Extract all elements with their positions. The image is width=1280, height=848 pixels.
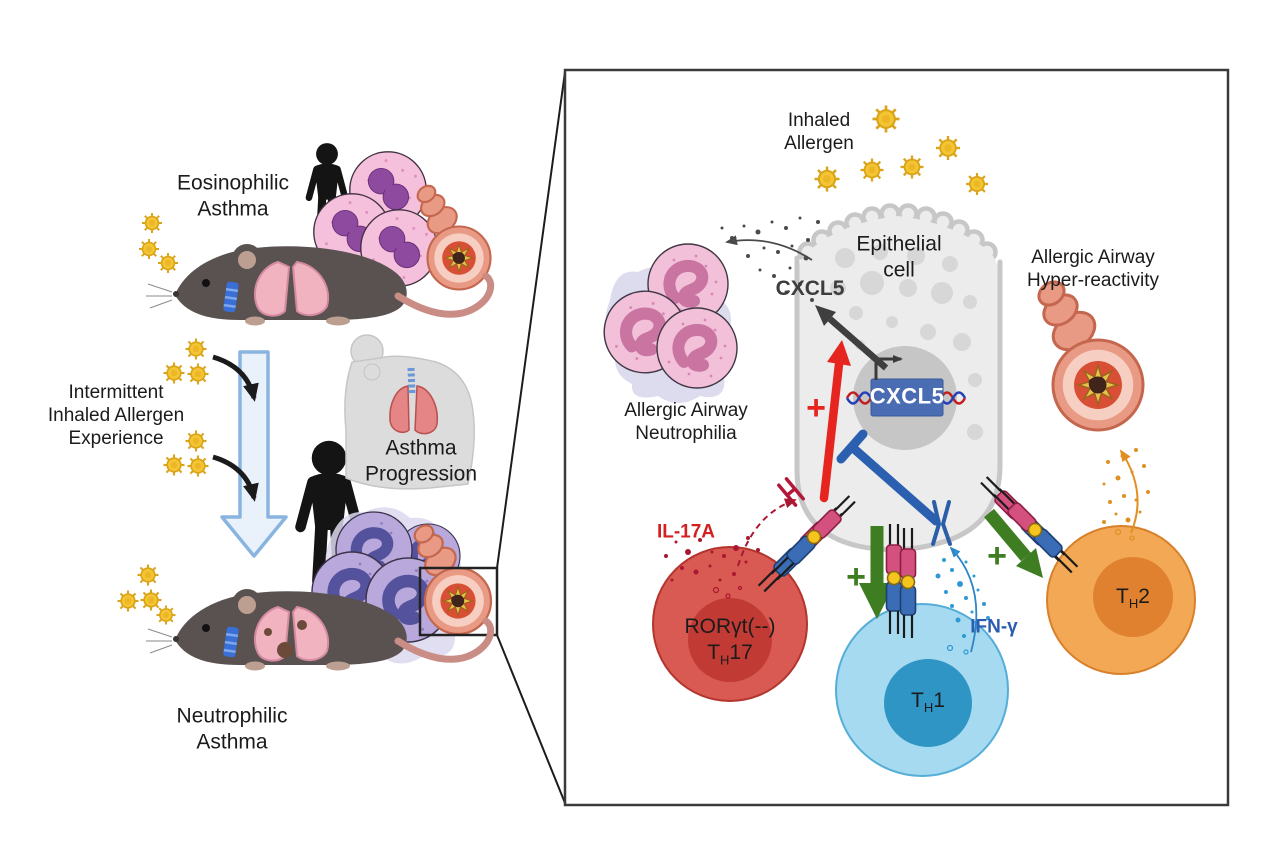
th2-cell-label: TH2 (1116, 584, 1150, 612)
allergen-exposure-arrows (212, 354, 259, 502)
inhaled-allergen-label: Inhaled Allergen (784, 109, 854, 154)
th2-mediator-trail (1102, 448, 1150, 541)
zoom-source-box (418, 566, 499, 637)
asthma-progression-label: Asthma Progression (364, 436, 478, 485)
il17a-secretion-trail (664, 498, 797, 599)
th17-cell-label: RORγt(--) TH17 (684, 615, 776, 667)
th1-cell-label: TH1 (911, 688, 945, 716)
ifng-label: IFN-γ (970, 616, 1018, 638)
cxcl5-secreted-label: CXCL5 (775, 277, 845, 301)
plus-sign-green-th2: + (987, 537, 1007, 575)
cxcl5-gene-label: CXCL5 (869, 383, 945, 409)
activation-arrow-red (819, 340, 851, 503)
cxcl5-secretion-trail (720, 216, 820, 302)
ifng-receptor-icon (931, 500, 952, 546)
plus-sign-green-th1: + (846, 558, 866, 596)
cxcl5-gene (845, 355, 967, 417)
neutrophil-cluster-pink (604, 244, 737, 403)
coughing-person (344, 334, 475, 490)
activation-arrow-green-th2 (984, 508, 1043, 578)
epithelial-cell-label: Epithelial cell (856, 232, 942, 281)
allergic-airway-hyperreactivity-label: Allergic Airway Hyper-reactivity (1027, 246, 1159, 291)
th1-cell (835, 603, 1009, 777)
neutrophilic-asthma-label: Neutrophilic Asthma (176, 704, 288, 753)
progression-down-arrow (220, 350, 288, 558)
plus-sign-red: + (806, 389, 826, 427)
th17-cell (652, 546, 808, 702)
il17a-label: IL-17A (656, 521, 716, 543)
mouse-lung-lesions (264, 620, 307, 658)
cxcl5-gene-box (870, 378, 944, 417)
intermittent-allergen-label: Intermittent Inhaled Allergen Experience (47, 382, 185, 450)
zoom-connector-lines (496, 71, 566, 804)
eosinophilic-asthma-label: Eosinophilic Asthma (176, 171, 290, 220)
cxcl5-secretion-arrow (815, 305, 889, 371)
ifng-secretion-trail (935, 546, 990, 655)
th2-cell (1046, 525, 1196, 675)
allergic-airway-neutrophilia-label: Allergic Airway Neutrophilia (624, 399, 748, 444)
inhibition-tbar-blue (836, 429, 941, 526)
cell-granules (830, 244, 983, 440)
